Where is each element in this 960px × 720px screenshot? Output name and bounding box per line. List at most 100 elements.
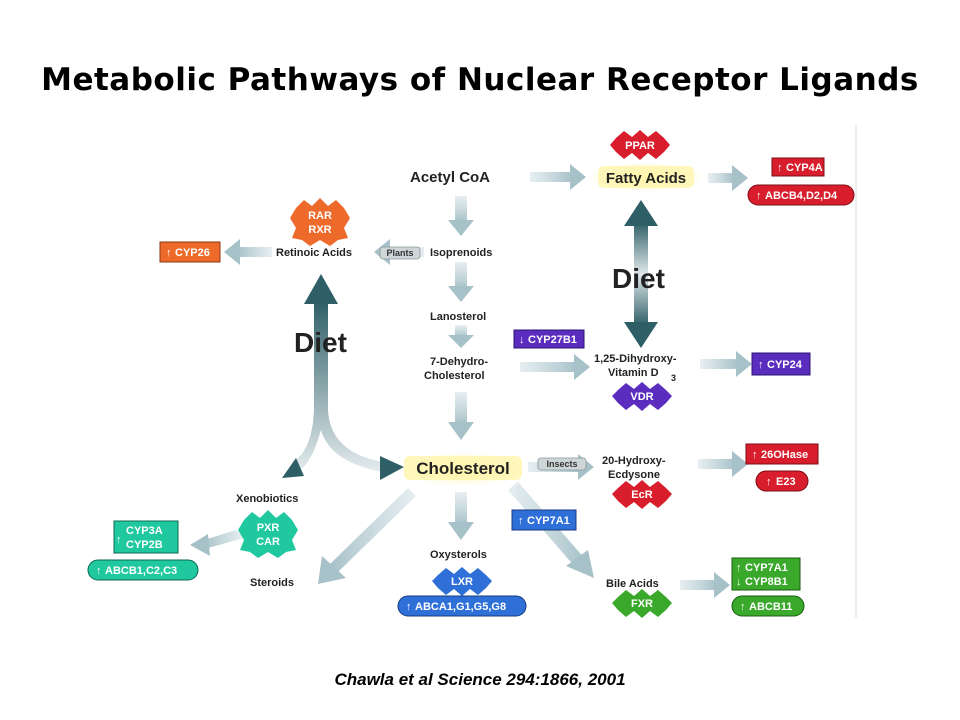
arrow-acetylcoa-to-isoprenoids [448,196,474,236]
gene-cyp7a1-cyp8b1-box: ↑ ↓ CYP7A1 CYP8B1 [731,557,801,591]
arrow-cholesterol-to-steroids [318,488,416,584]
gene-cyp24-box: ↑ CYP24 [751,352,811,376]
arrow-acetylcoa-to-fattyacids [530,164,586,190]
up-arrow-icon: ↑ [406,601,412,613]
receptor-ecr-badge: EcR [612,480,672,509]
svg-text:CYP24: CYP24 [767,359,803,371]
page-title: Metabolic Pathways of Nuclear Receptor L… [41,62,919,98]
node-retinoic-acids: Retinoic Acids [276,247,352,259]
node-acetyl-coa: Acetyl CoA [410,169,490,186]
node-cholesterol: Cholesterol [416,459,510,478]
svg-text:PPAR: PPAR [625,140,655,152]
svg-text:CYP26: CYP26 [175,247,210,259]
up-arrow-icon: ↑ [166,247,172,259]
up-arrow-icon: ↑ [96,565,102,577]
node-vitd-subscript: 3 [671,373,676,383]
svg-text:ABCB11: ABCB11 [749,601,792,613]
gene-cyp7a1-mid-box: ↑ CYP7A1 [511,509,577,531]
node-fatty-acids: Fatty Acids [606,170,686,187]
arrow-isoprenoids-to-lanosterol [448,262,474,302]
svg-text:RAR: RAR [308,210,332,222]
svg-text:RXR: RXR [308,224,331,236]
svg-text:CYP27B1: CYP27B1 [528,334,577,346]
svg-text:CYP7A1: CYP7A1 [527,515,570,527]
receptor-ppar-badge: PPAR [610,130,670,160]
arrow-fattyacids-to-genes [708,165,748,191]
arrow-cholesterol-to-oxysterols [448,492,474,540]
svg-text:Insects: Insects [546,459,577,469]
gene-cyp4a-box: ↑ CYP4A [771,157,825,177]
arrow-vitamind-to-cyp24 [700,351,752,377]
node-vitd-line1: 1,25-Dihydroxy- [594,353,677,365]
gene-abcb11-box: ↑ ABCB11 [731,595,805,617]
down-arrow-icon: ↓ [736,576,742,588]
svg-text:LXR: LXR [451,576,473,588]
gene-e23-box: ↑ E23 [755,470,809,492]
svg-text:CYP4A: CYP4A [786,162,823,174]
gene-cyp27b1-box: ↓ CYP27B1 [513,329,585,349]
diet-arrow-right [624,200,658,348]
arrow-bileacids-to-genes [680,572,730,598]
insects-tag: Insects [537,457,587,471]
svg-text:ABCA1,G1,G5,G8: ABCA1,G1,G5,G8 [415,601,506,613]
receptor-lxr-badge: LXR [432,567,492,596]
up-arrow-icon: ↑ [736,562,742,574]
svg-text:FXR: FXR [631,598,653,610]
node-steroids: Steroids [250,577,294,589]
arrow-dehydro-to-cholesterol [448,392,474,440]
gene-abcb1-box: ↑ ABCB1,C2,C3 [87,559,199,581]
up-arrow-icon: ↑ [777,162,783,174]
svg-text:Plants: Plants [386,248,413,258]
diet-label-left: Diet [294,327,347,358]
up-arrow-icon: ↑ [116,534,122,546]
svg-text:E23: E23 [776,476,796,488]
gene-abca1-box: ↑ ABCA1,G1,G5,G8 [397,595,527,617]
gene-abcb4-box: ↑ ABCB4,D2,D4 [747,184,855,206]
receptor-pxr-car-badge: PXR CAR [238,510,298,558]
arrow-lanosterol-to-dehydro [448,325,474,348]
down-arrow-icon: ↓ [519,334,525,346]
gene-cyp26-box: ↑ CYP26 [159,241,221,263]
svg-text:ABCB4,D2,D4: ABCB4,D2,D4 [765,190,838,202]
up-arrow-icon: ↑ [758,359,764,371]
citation: Chawla et al Science 294:1866, 2001 [334,670,626,689]
svg-text:CYP2B: CYP2B [126,539,163,551]
up-arrow-icon: ↑ [752,449,758,461]
svg-text:CYP3A: CYP3A [126,525,163,537]
node-bile-acids: Bile Acids [606,578,659,590]
receptor-rar-rxr-badge: RAR RXR [290,198,350,246]
svg-text:PXR: PXR [257,522,280,534]
diet-arrow-left [282,274,404,480]
svg-text:CYP8B1: CYP8B1 [745,576,788,588]
svg-text:CYP7A1: CYP7A1 [745,562,788,574]
node-oxysterols: Oxysterols [430,549,487,561]
gene-26ohase-box: ↑ 26OHase [745,443,819,465]
arrow-ecdysone-to-genes [698,451,748,477]
svg-text:CAR: CAR [256,536,280,548]
svg-text:EcR: EcR [631,489,652,501]
node-dehydro-line1: 7-Dehydro- [430,356,488,368]
up-arrow-icon: ↑ [756,190,762,202]
receptor-vdr-badge: VDR [612,382,672,411]
node-isoprenoids: Isoprenoids [430,247,492,259]
gene-cyp3a-cyp2b-box: ↑ CYP3A CYP2B [113,520,179,554]
node-hydroxy-line1: 20-Hydroxy- [602,455,666,467]
node-xenobiotics: Xenobiotics [236,493,298,505]
svg-text:ABCB1,C2,C3: ABCB1,C2,C3 [105,565,177,577]
receptor-fxr-badge: FXR [612,589,672,618]
up-arrow-icon: ↑ [766,476,772,488]
node-dehydro-line2: Cholesterol [424,370,485,382]
svg-text:VDR: VDR [630,391,653,403]
plants-tag: Plants [379,246,421,260]
node-hydroxy-line2: Ecdysone [608,469,660,481]
arrow-to-cyp3a [190,530,244,556]
node-vitd-line2: Vitamin D [608,367,659,379]
up-arrow-icon: ↑ [518,515,524,527]
up-arrow-icon: ↑ [740,601,746,613]
arrow-dehydro-to-vitamind [520,354,590,380]
arrow-retinoic-to-cyp26 [224,239,272,265]
node-lanosterol: Lanosterol [430,311,486,323]
svg-text:26OHase: 26OHase [761,449,808,461]
diet-label-right: Diet [612,263,665,294]
